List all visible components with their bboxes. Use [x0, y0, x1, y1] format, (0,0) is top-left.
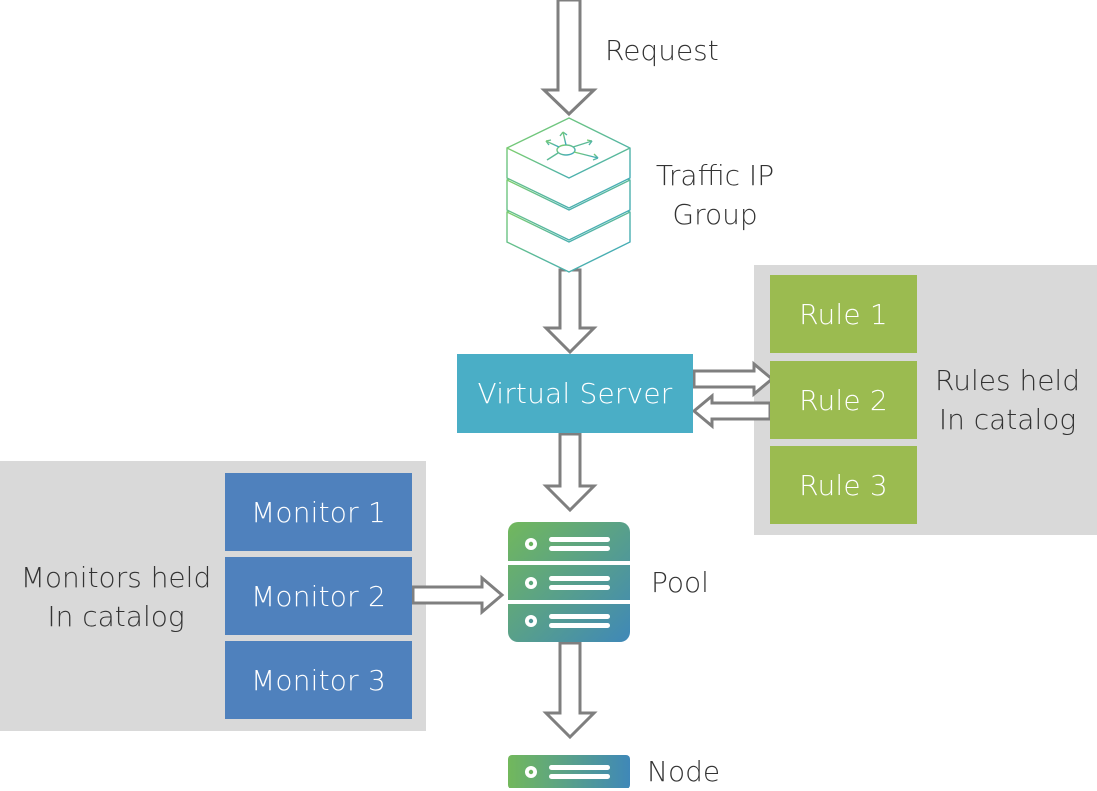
monitor-label: Monitor 1	[251, 495, 386, 529]
pool-label: Pool	[651, 566, 709, 599]
virtual-server-box[interactable]: Virtual Server	[457, 354, 693, 433]
server-stack-icon	[508, 522, 630, 642]
rule-box-2[interactable]: Rule 2	[770, 361, 917, 439]
stacked-routing-layers-icon	[506, 117, 631, 273]
monitor-box-3[interactable]: Monitor 3	[225, 641, 412, 719]
request-arrow	[540, 0, 598, 117]
rule-label: Rule 2	[799, 383, 888, 417]
rule-box-1[interactable]: Rule 1	[770, 275, 917, 353]
virtual-server-to-pool-arrow	[542, 432, 598, 513]
rules-catalog-label: Rules held In catalog	[935, 364, 1080, 436]
monitor-label: Monitor 2	[251, 579, 386, 613]
rule-label: Rule 1	[799, 297, 888, 331]
traffic-ip-to-virtual-server-arrow	[542, 268, 598, 355]
node-label: Node	[647, 755, 721, 788]
monitor-label: Monitor 3	[251, 663, 386, 697]
rule-label: Rule 3	[799, 468, 888, 502]
virtual-server-label: Virtual Server	[477, 377, 673, 410]
traffic-ip-group-label: Traffic IP Group	[655, 159, 775, 231]
request-label: Request	[605, 34, 719, 67]
monitor-box-2[interactable]: Monitor 2	[225, 557, 412, 635]
monitor-box-1[interactable]: Monitor 1	[225, 473, 412, 551]
monitors-catalog-label: Monitors held In catalog	[20, 561, 212, 633]
server-icon	[508, 755, 630, 788]
rules-to-virtual-server-arrow	[691, 392, 772, 430]
monitors-to-pool-arrow	[411, 574, 505, 616]
rule-box-3[interactable]: Rule 3	[770, 446, 917, 524]
virtual-server-to-rules-arrow	[692, 360, 775, 398]
pool-to-node-arrow	[542, 641, 598, 740]
